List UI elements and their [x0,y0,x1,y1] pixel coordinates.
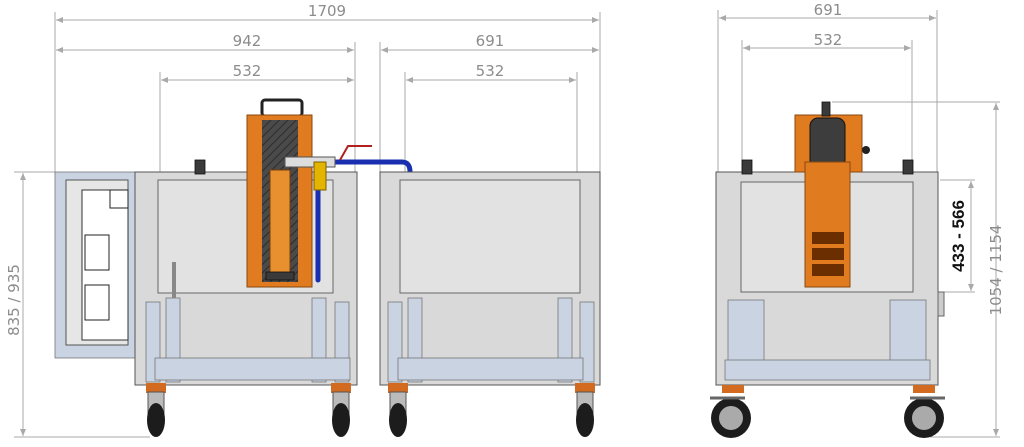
castor-wheel [904,385,945,438]
dimension-left-height: 835 / 935 [5,171,150,438]
dimension-side-unit-length: 691 [717,1,938,172]
filter-housing [246,98,313,288]
dimension-left-unit-length: 942 [56,32,356,172]
dimension-overall-length: 1709 [54,2,601,172]
pump-motor [794,101,870,288]
dimension-left-tank-width: 532 [159,62,354,172]
dim-label-433-566: 433 - 566 [949,200,968,272]
dim-label-1709: 1709 [308,2,346,20]
control-cabinet [54,171,136,359]
castor-wheel [331,383,351,437]
dimension-side-tank-width: 532 [741,31,913,172]
left-tank-unit [134,159,358,386]
dimension-middle-unit-length: 691 [379,32,599,172]
castor-wheel [575,383,595,437]
castor-wheel [710,385,751,438]
dimension-middle-tank-width: 532 [404,62,578,172]
dim-label-532-middle: 532 [476,62,505,80]
dim-label-532-left: 532 [233,62,262,80]
fluid-pipe [284,145,413,283]
dimension-total-height: 1054 / 1154 [832,101,1005,438]
dim-label-942: 942 [233,32,262,50]
dim-label-1054-1154: 1054 / 1154 [987,225,1005,316]
dimension-filter-depth: 433 - 566 [940,179,975,293]
castor-wheel [388,383,408,437]
dim-label-691-middle: 691 [476,32,505,50]
dim-label-532-side: 532 [814,31,843,49]
dim-label-835-935: 835 / 935 [5,264,23,336]
castor-wheel [146,383,166,437]
middle-tank-unit [379,171,601,386]
dim-label-691-side: 691 [814,1,843,19]
